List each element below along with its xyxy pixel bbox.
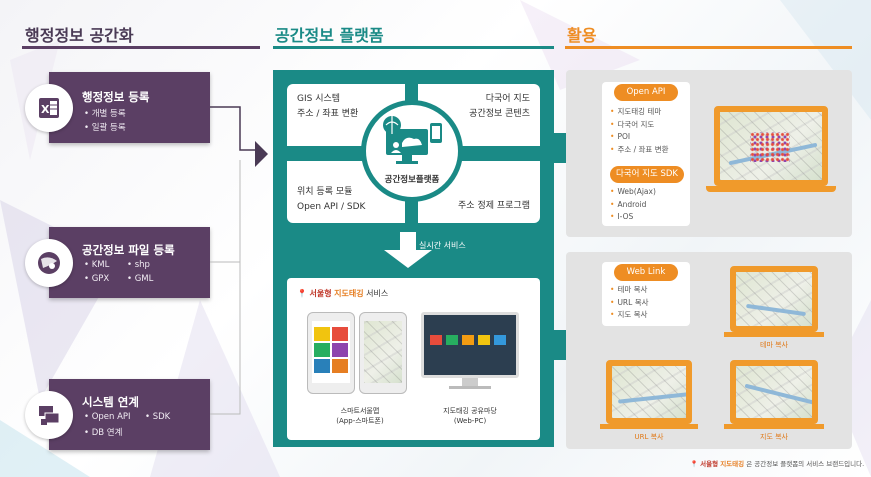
source-item: • shp <box>127 260 150 270</box>
weblink-item: •테마 복사 <box>610 285 648 294</box>
phone-caption-line: (App-스마트폰) <box>336 417 384 425</box>
realtime-arrow <box>384 232 432 268</box>
source-item: • KML <box>84 260 110 270</box>
openapi-item: •다국어 지도 <box>610 119 655 129</box>
monitor-caption: 지도태깅 공유마당 (Web-PC) <box>425 406 515 426</box>
monitor-cloud-icon <box>383 116 442 164</box>
source-title: 행정정보 등록 <box>82 90 150 104</box>
source-title: 공간정보 파일 등록 <box>82 243 175 257</box>
source-item: • GML <box>127 274 154 284</box>
source-spatial-file: 공간정보 파일 등록 • KML • shp • GPX • GML <box>25 227 210 298</box>
url-copy-screen <box>606 360 692 424</box>
footer-brand: 서울형 <box>700 460 719 468</box>
weblink-list: •테마 복사 •URL 복사 •지도 복사 <box>610 284 649 322</box>
source-item: • SDK <box>145 412 171 422</box>
phone-left <box>307 312 355 394</box>
header-line-purple <box>22 46 260 49</box>
phone-caption: 스마트서울맵 (App-스마트폰) <box>315 406 405 426</box>
laptop-base <box>706 186 836 192</box>
footer-brand2: 지도태깅 <box>720 460 745 468</box>
sdk-item: •I-OS <box>610 212 634 221</box>
header-line-orange <box>565 46 852 49</box>
phone-left-screen <box>312 321 350 383</box>
source-system-link: 시스템 연계 • Open API • SDK • DB 연계 <box>25 379 210 450</box>
quadrant-text: Open API / SDK <box>297 202 366 212</box>
theme-copy-screen <box>730 266 818 332</box>
monitor-caption-line: 지도태깅 공유마당 <box>443 407 497 415</box>
phone-right-screen <box>364 321 402 383</box>
weblink-label: Web Link <box>614 264 678 281</box>
footer-note: 📍 서울형 지도태깅 은 공간정보 플랫폼의 서비스 브랜드입니다. <box>690 458 864 468</box>
sdk-label: 다국어 지도 SDK <box>610 166 684 183</box>
openapi-item: •POI <box>610 132 631 141</box>
platform-center-label: 공간정보플랫폼 <box>384 175 440 185</box>
usage-panel-api: Open API •지도태깅 테마 •다국어 지도 •POI •주소 / 좌표 … <box>566 70 852 237</box>
globe-icon <box>25 239 73 287</box>
platform-center: 공간정보플랫폼 <box>361 100 463 202</box>
map-copy-base <box>724 424 824 429</box>
openapi-label: Open API <box>614 84 678 101</box>
realtime-label: 실시간 서비스 <box>419 241 466 250</box>
quadrant-text: 주소 / 좌표 변환 <box>297 109 359 119</box>
poi-cluster <box>750 132 790 162</box>
caption-url-copy: URL 복사 <box>634 433 664 441</box>
footer-pin-icon: 📍 <box>690 460 699 468</box>
sdk-list: •Web(Ajax) •Android •I-OS <box>610 186 656 224</box>
source-item: • 일괄 등록 <box>84 123 126 133</box>
header-spatialization: 행정정보 공간화 <box>25 26 134 45</box>
excel-icon: X <box>25 84 73 132</box>
quadrant-text: 다국어 지도 <box>485 94 530 104</box>
phone-caption-line: 스마트서울맵 <box>340 407 380 415</box>
source-title: 시스템 연계 <box>82 395 139 409</box>
source-item: • GPX <box>84 274 110 284</box>
header-usage: 활용 <box>567 26 597 45</box>
weblink-item: •URL 복사 <box>610 297 649 307</box>
source-item: • DB 연계 <box>84 428 123 438</box>
openapi-list: •지도태깅 테마 •다국어 지도 •POI •주소 / 좌표 변환 <box>610 106 669 156</box>
brand-pin-icon: 📍 <box>297 289 307 298</box>
quadrant-text: GIS 시스템 <box>297 94 341 104</box>
quadrant-text: 공간정보 콘텐츠 <box>469 109 530 119</box>
platform-block: GIS 시스템 주소 / 좌표 변환 다국어 지도 공간정보 콘텐츠 위치 등록… <box>273 70 554 447</box>
theme-copy-base <box>724 332 824 337</box>
quadrant-text: 주소 정제 프로그램 <box>458 201 530 211</box>
laptop-map-screen <box>714 106 828 186</box>
header-line-teal <box>273 46 554 49</box>
monitor-caption-line: (Web-PC) <box>453 417 487 425</box>
footer-text: 은 공간정보 플랫폼의 서비스 브랜드입니다. <box>746 460 865 468</box>
server-icon <box>25 391 73 439</box>
map-copy-screen <box>730 360 818 424</box>
openapi-item: •지도태깅 테마 <box>610 107 662 116</box>
monitor-base <box>449 386 491 389</box>
sdk-item: •Web(Ajax) <box>610 187 656 196</box>
service-card: 📍 서울형 지도태깅 서비스 <box>287 278 540 440</box>
caption-map-copy: 지도 복사 <box>760 433 788 441</box>
url-copy-base <box>600 424 698 429</box>
usage-panel-weblink: Web Link •테마 복사 •URL 복사 •지도 복사 테마 복사 URL… <box>566 252 852 449</box>
weblink-item: •지도 복사 <box>610 310 648 319</box>
source-admin-registration: X 행정정보 등록 • 개별 등록 • 일괄 등록 <box>25 72 210 143</box>
svg-text:X: X <box>41 103 50 116</box>
monitor-stand <box>462 378 478 386</box>
brand-seoul: 서울형 <box>309 289 332 298</box>
phone-right <box>359 312 407 394</box>
openapi-card <box>602 82 690 226</box>
source-item: • Open API <box>84 412 131 422</box>
monitor <box>421 312 519 378</box>
brand-tagging: 지도태깅 <box>334 289 364 298</box>
quadrant-text: 위치 등록 모듈 <box>297 187 353 197</box>
source-item: • 개별 등록 <box>84 109 126 119</box>
service-brand: 📍 서울형 지도태깅 서비스 <box>297 288 388 299</box>
sdk-item: •Android <box>610 199 647 209</box>
brand-suffix: 서비스 <box>366 289 389 298</box>
header-platform: 공간정보 플랫폼 <box>275 26 384 45</box>
openapi-item: •주소 / 좌표 변환 <box>610 144 669 154</box>
caption-theme-copy: 테마 복사 <box>760 341 788 349</box>
